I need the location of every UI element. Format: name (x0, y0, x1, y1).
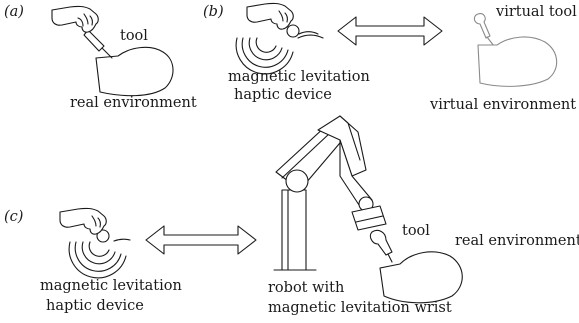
panel-c-robot-label-line2: magnetic levitation wrist (268, 300, 452, 316)
panel-b-device-label-line1: magnetic levitation (228, 69, 370, 85)
panel-a-environment-blob (95, 46, 174, 97)
panel-a-tool-label: tool (120, 28, 148, 44)
panel-b-virtual-env-label: virtual environment (429, 97, 576, 113)
panel-b-maglev-device-icon (235, 24, 324, 75)
panel-c-double-arrow-icon (145, 225, 257, 255)
panel-c: (c) magnetic levitation haptic device (4, 115, 579, 316)
panel-c-device-label-line1: magnetic levitation (40, 278, 182, 294)
panel-b-tag: (b) (203, 4, 224, 20)
panel-b-device-label-line2: haptic device (234, 87, 332, 103)
panel-c-robot-arm-icon (273, 115, 393, 271)
panel-b: (b) magnetic levitation haptic device (203, 2, 577, 113)
panel-b-double-arrow-icon (337, 16, 443, 46)
panel-c-tag: (c) (4, 209, 23, 225)
panel-c-hand-icon (59, 207, 107, 235)
panel-a-hand-icon (51, 5, 99, 33)
panel-c-environment-label: real environment (455, 233, 579, 249)
panel-a-tool-icon (83, 29, 113, 59)
panel-b-virtual-tool-label: virtual tool (495, 4, 577, 20)
panel-a: (a) tool real environment (4, 4, 197, 111)
panel-c-robot-label-line1: robot with (268, 280, 344, 296)
panel-c-maglev-device-icon (68, 229, 131, 279)
panel-c-device-label-line2: haptic device (46, 298, 144, 314)
panel-b-virtual-environment-blob (477, 36, 558, 87)
panel-a-tag: (a) (4, 4, 24, 20)
panel-b-virtual-tool-icon (473, 13, 495, 47)
panel-b-hand-icon (246, 2, 294, 30)
panel-c-environment-blob (379, 251, 463, 304)
panel-c-tool-label: tool (402, 223, 430, 239)
panel-a-environment-label: real environment (70, 95, 197, 111)
